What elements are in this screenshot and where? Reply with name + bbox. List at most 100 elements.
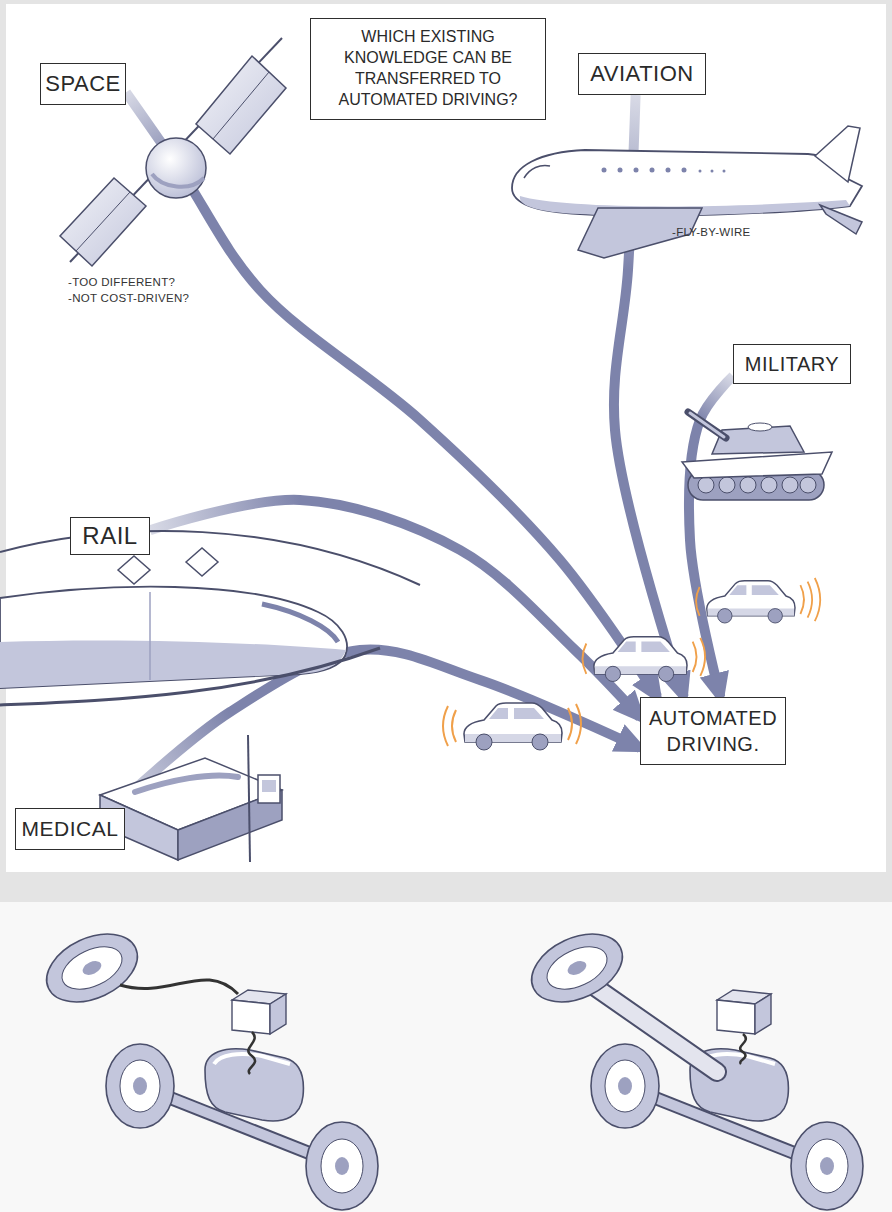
solar-panel bbox=[60, 178, 146, 266]
catenary-wire bbox=[0, 531, 420, 585]
train-door bbox=[149, 592, 151, 680]
wheel-hub bbox=[618, 1077, 632, 1095]
sensor-wave bbox=[583, 644, 587, 674]
wheel-rim bbox=[806, 1139, 848, 1193]
tank-hull bbox=[682, 452, 832, 478]
tank-wheel bbox=[719, 477, 735, 493]
train-shade bbox=[0, 640, 346, 688]
steering-wheel-inner bbox=[540, 938, 613, 998]
sensor-wave bbox=[696, 587, 700, 616]
panel-line bbox=[213, 72, 269, 139]
car-wheel bbox=[476, 734, 492, 750]
plane-fuselage bbox=[512, 150, 862, 216]
car-wheel bbox=[768, 609, 782, 623]
wheel-hub bbox=[820, 1157, 834, 1175]
rail-track bbox=[0, 648, 380, 705]
car-wheel bbox=[532, 734, 548, 750]
steering-hub bbox=[565, 958, 588, 977]
train-window bbox=[262, 604, 338, 642]
tank-wheel bbox=[782, 477, 798, 493]
node-label: RAIL bbox=[82, 520, 137, 551]
signal-wire bbox=[248, 1032, 255, 1074]
car-window bbox=[618, 642, 636, 652]
node-label: MILITARY bbox=[745, 351, 839, 377]
label-box: AVIATION bbox=[578, 53, 706, 95]
tank-wheel bbox=[698, 477, 714, 493]
pantograph bbox=[118, 556, 150, 584]
pantograph bbox=[186, 548, 218, 576]
steering-wheel bbox=[36, 921, 148, 1016]
label-box: SPACE bbox=[40, 63, 126, 105]
plane-window bbox=[711, 170, 714, 173]
steering-column-outline bbox=[585, 980, 717, 1072]
monitor bbox=[258, 775, 280, 803]
control-unit-side bbox=[270, 994, 286, 1034]
note-text: -TOO DIFFERENT? bbox=[68, 276, 175, 288]
wheel-hub bbox=[133, 1077, 147, 1095]
node-label: AVIATION bbox=[590, 60, 693, 89]
car-window bbox=[641, 642, 670, 652]
wheel bbox=[591, 1044, 659, 1128]
wheel-rim bbox=[120, 1060, 160, 1112]
car-window bbox=[752, 585, 779, 595]
tank-gun-highlight bbox=[690, 413, 724, 437]
control-unit bbox=[717, 1000, 755, 1034]
tank-wheel bbox=[761, 477, 777, 493]
steering-wheel bbox=[521, 921, 633, 1016]
steering-column bbox=[585, 980, 717, 1072]
plane-window bbox=[602, 168, 607, 173]
plane-window bbox=[699, 170, 702, 173]
tank-wheel bbox=[740, 477, 756, 493]
wheel bbox=[791, 1122, 863, 1210]
sensor-wave bbox=[800, 585, 804, 614]
plane-window bbox=[618, 168, 623, 173]
steering-hub bbox=[80, 958, 103, 977]
label-box: MILITARY bbox=[733, 344, 851, 384]
tank-wheel bbox=[800, 477, 816, 493]
plane-window bbox=[650, 168, 655, 173]
control-unit-side bbox=[755, 994, 771, 1034]
note-text: -FLY-BY-WIRE bbox=[672, 226, 751, 238]
signal-cable bbox=[120, 980, 238, 994]
node-label: SPACE bbox=[45, 70, 120, 99]
sensor-wave bbox=[693, 642, 697, 672]
node-label: MEDICAL bbox=[22, 815, 119, 842]
note-text: -NOT COST-DRIVEN? bbox=[68, 292, 189, 304]
sensor-wave bbox=[576, 704, 581, 744]
label-box: RAIL bbox=[70, 517, 150, 555]
plane-cockpit bbox=[524, 166, 550, 179]
label-box: AUTOMATED DRIVING. bbox=[640, 697, 786, 765]
sensor-wave bbox=[815, 578, 820, 621]
sensor-wave bbox=[700, 638, 705, 676]
car-window bbox=[514, 708, 544, 719]
plane-window bbox=[634, 168, 639, 173]
car-window bbox=[489, 708, 508, 719]
plane-stabilizer bbox=[820, 205, 862, 234]
wheel bbox=[306, 1122, 378, 1210]
sensor-wave bbox=[452, 710, 456, 742]
satellite-body bbox=[146, 138, 206, 198]
plane-window bbox=[682, 168, 687, 173]
label-box: MEDICAL bbox=[15, 808, 125, 850]
sensor-wave bbox=[568, 708, 572, 740]
car-wheel bbox=[659, 666, 674, 681]
tank-hatch bbox=[748, 423, 772, 431]
wheel bbox=[106, 1044, 174, 1128]
title-box: WHICH EXISTING KNOWLEDGE CAN BE TRANSFER… bbox=[310, 18, 546, 120]
iv-stand bbox=[248, 735, 250, 862]
node-label: AUTOMATED DRIVING. bbox=[645, 705, 781, 757]
panel-line bbox=[76, 192, 130, 251]
signal-wire bbox=[740, 1034, 746, 1064]
satellite-shade bbox=[152, 174, 204, 187]
solar-panel bbox=[196, 56, 286, 154]
car-wheel bbox=[718, 609, 732, 623]
plane-tail-fin bbox=[815, 126, 860, 182]
car-window bbox=[729, 585, 746, 595]
steering-wheel-inner bbox=[55, 938, 128, 998]
sensor-wave bbox=[808, 582, 813, 618]
wheel-hub bbox=[335, 1157, 349, 1175]
sensor-wave bbox=[443, 706, 448, 746]
plane-window bbox=[666, 168, 671, 173]
plane-window bbox=[723, 170, 726, 173]
